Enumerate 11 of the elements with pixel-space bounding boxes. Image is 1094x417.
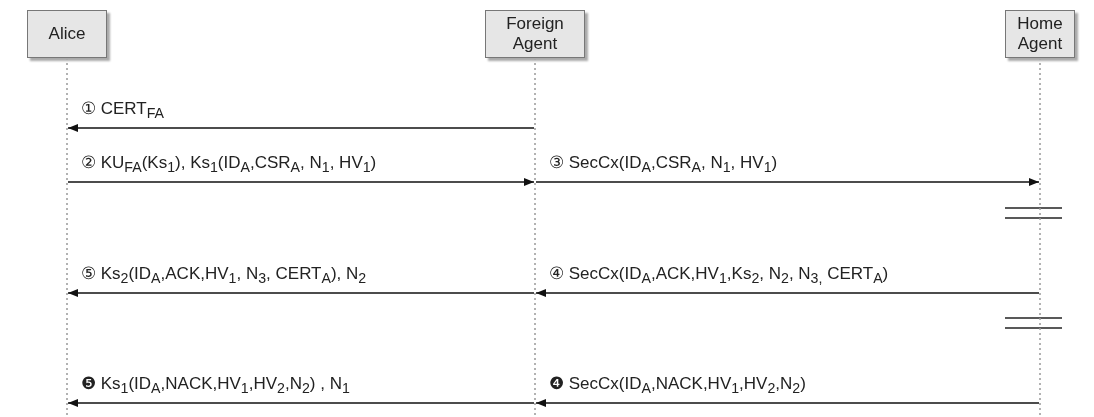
participant-box: Home Agent <box>1005 10 1075 58</box>
message-arrow <box>67 399 535 407</box>
message-arrow <box>67 178 535 186</box>
message-arrow <box>535 178 1040 186</box>
participant-box: Alice <box>27 10 107 58</box>
participant-box: Foreign Agent <box>485 10 585 58</box>
message-label: ④ SecCx(ID$_{A}$,ACK,HV$_{1}$,Ks$_{2}$, N$_{2}$, N$_{3,}$ CERT$_{A}$) <box>547 263 891 287</box>
message-arrow <box>67 124 535 132</box>
message-arrow <box>535 289 1040 297</box>
message-arrow <box>535 399 1040 407</box>
message-arrow <box>67 289 535 297</box>
